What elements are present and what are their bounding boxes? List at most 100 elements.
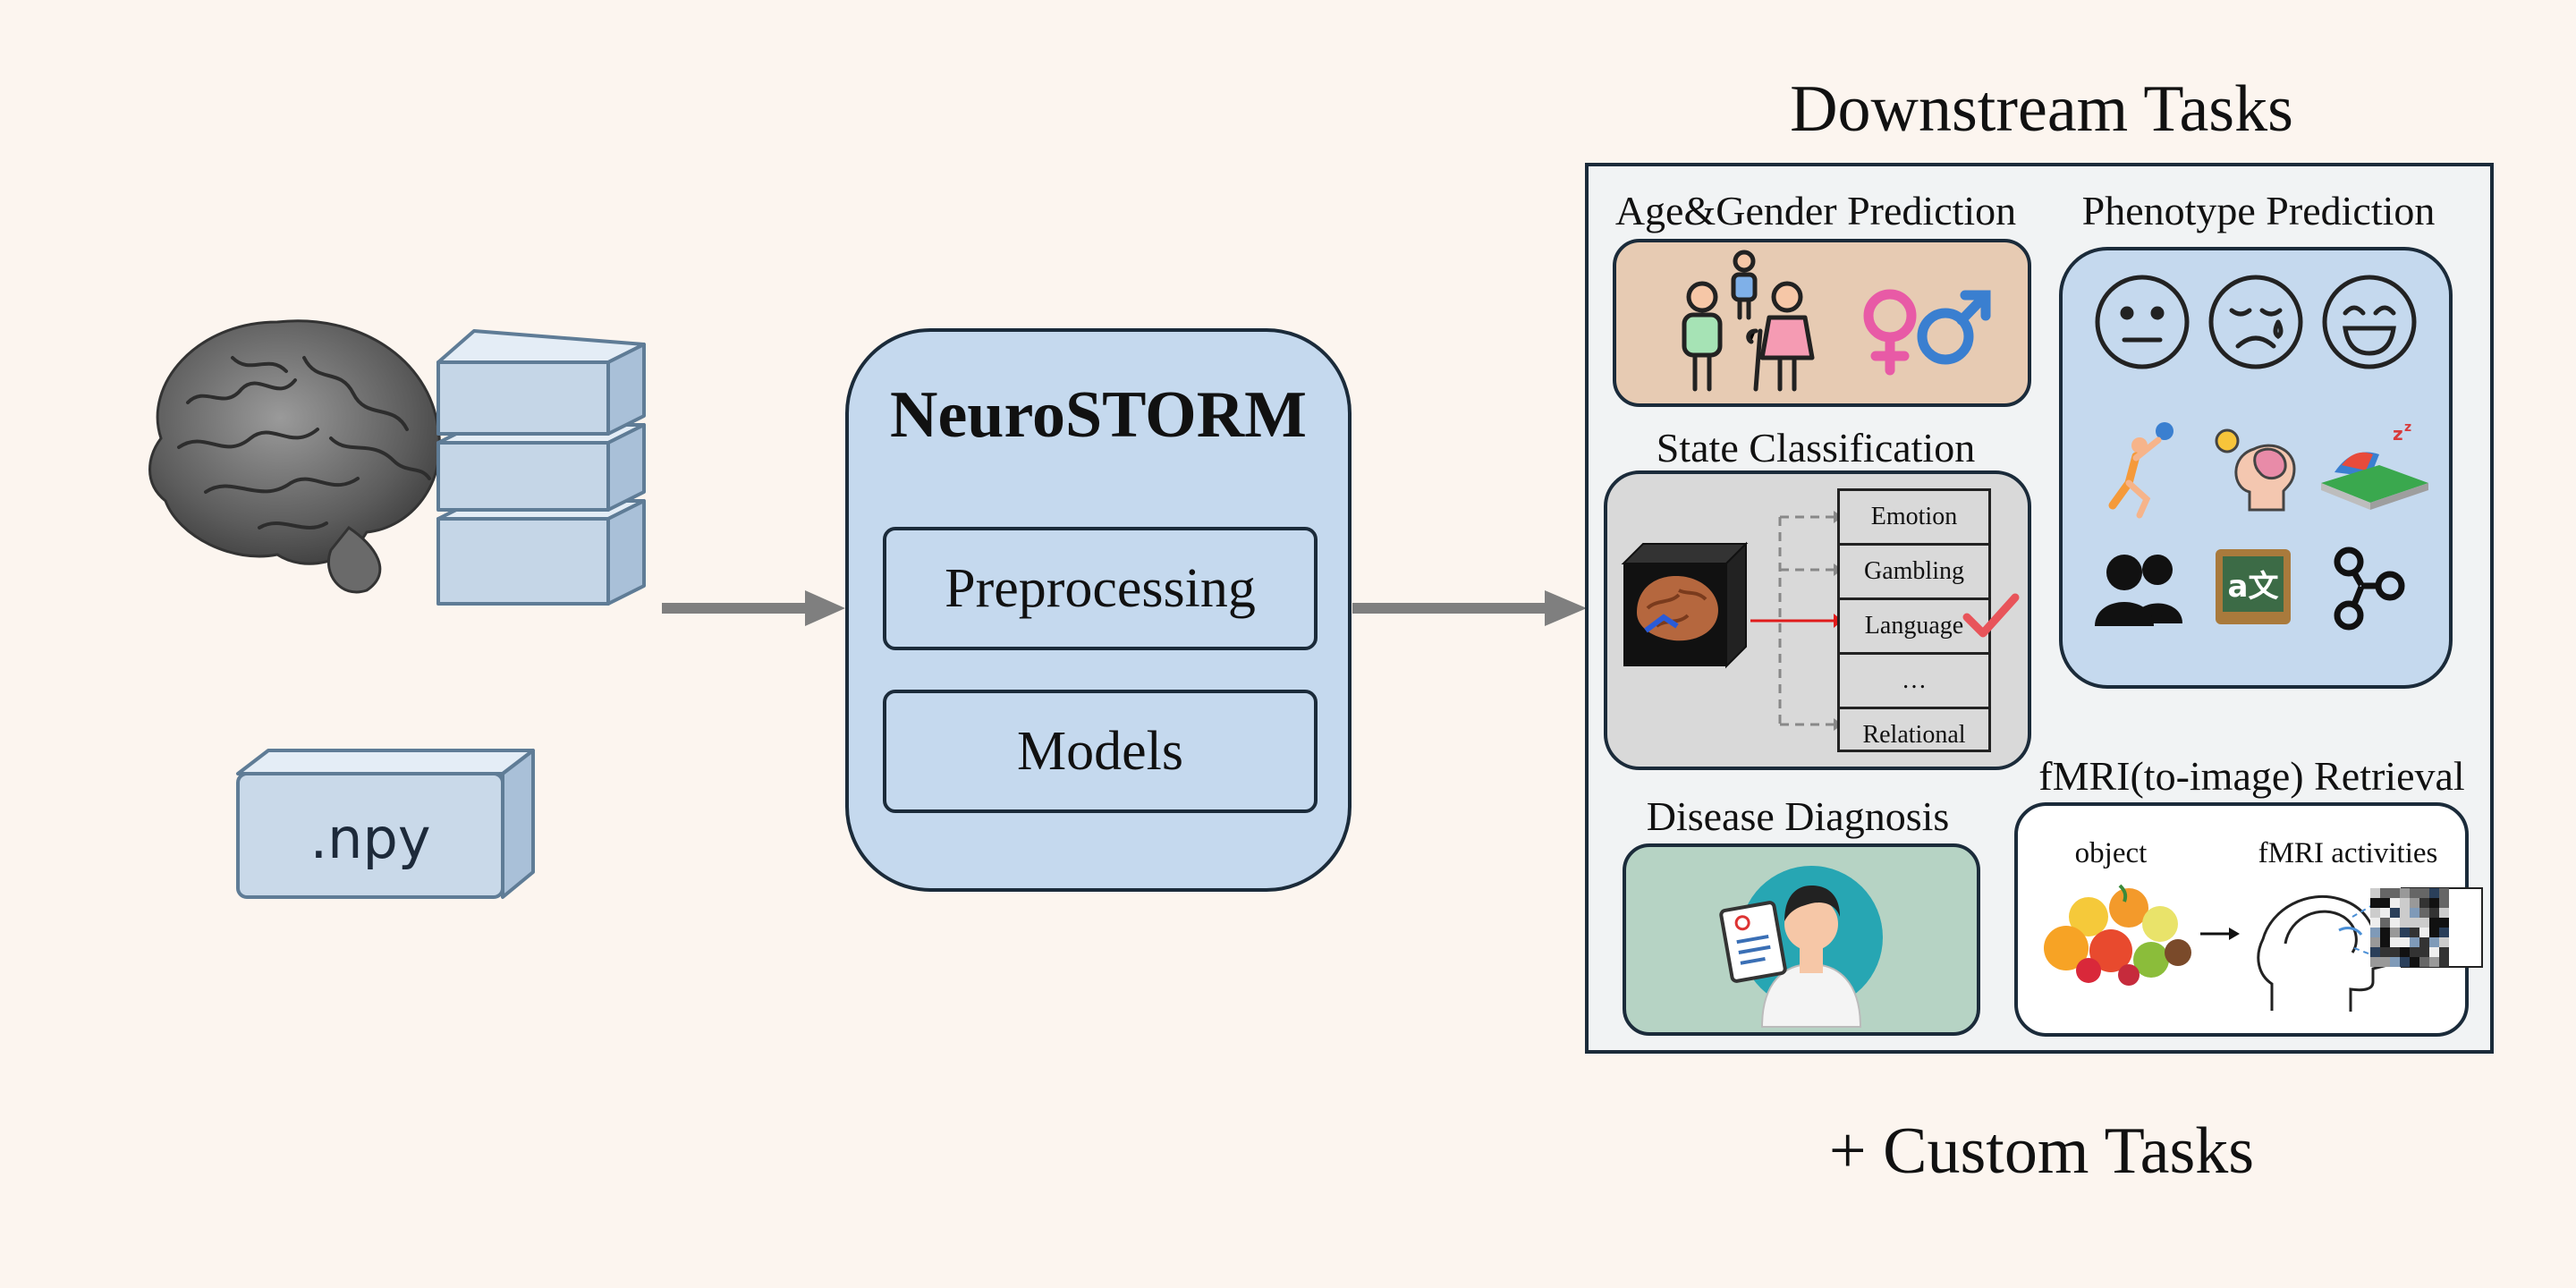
- fmri-grid-cell: [2390, 928, 2400, 937]
- brain-idea-icon: [2215, 428, 2296, 512]
- fmri-grid-cell: [2410, 928, 2419, 937]
- fmri-grid-cell: [2370, 898, 2380, 908]
- fmri-grid-cell: [2439, 928, 2449, 937]
- translate-board-icon: a文: [2216, 549, 2291, 624]
- state-class-list: Emotion Gambling Language … Relational: [1837, 488, 1991, 752]
- fmri-grid-cell: [2390, 888, 2400, 898]
- fmri-grid-cell: [2390, 957, 2400, 967]
- checkmark-icon: [1962, 593, 2020, 638]
- brain-illustration: [148, 319, 441, 594]
- disease-title: Disease Diagnosis: [1646, 793, 1950, 839]
- downstream-heading: Downstream Tasks: [1790, 72, 2293, 146]
- fmri-grid-cell: [2419, 898, 2429, 908]
- users-group-icon: [2095, 555, 2182, 626]
- state-title: State Classification: [1656, 425, 1976, 470]
- fmri-grid-cell: [2370, 908, 2380, 918]
- fmri-grid-cell: [2380, 947, 2390, 957]
- fmri-grid-cell: [2419, 937, 2429, 947]
- fmri-grid-cell: [2439, 947, 2449, 957]
- fmri-grid-cell: [2429, 947, 2439, 957]
- fmri-grid-cell: [2370, 937, 2380, 947]
- retrieval-object-label: object: [2074, 837, 2148, 869]
- state-class-item: Emotion: [1840, 491, 1988, 546]
- fmri-grid-cell: [2439, 937, 2449, 947]
- data-cube-stack: [436, 329, 646, 606]
- fmri-grid-cell: [2390, 898, 2400, 908]
- fmri-grid-cell: [2370, 918, 2380, 928]
- fmri-grid-cell: [2429, 937, 2439, 947]
- laughing-face-icon: [2322, 275, 2417, 369]
- fmri-grid-cell: [2390, 918, 2400, 928]
- state-class-item-selected: Language: [1840, 600, 1988, 655]
- doctor-icon: [1719, 866, 1883, 1028]
- fmri-grid-cell: [2380, 957, 2390, 967]
- fruits-image: [2044, 884, 2191, 986]
- fmri-volume-icon: [1621, 541, 1749, 669]
- fmri-grid-cell: [2400, 918, 2410, 928]
- fmri-grid-cell: [2429, 918, 2439, 928]
- fmri-grid-cell: [2410, 908, 2419, 918]
- neutral-face-icon: [2095, 275, 2190, 369]
- arrow-model-to-tasks: [1352, 590, 1587, 626]
- state-class-item: Relational: [1862, 720, 1966, 749]
- fmri-grid-cell: [2419, 947, 2429, 957]
- fmri-grid-cell: [2370, 888, 2380, 898]
- preprocessing-label: Preprocessing: [945, 557, 1256, 619]
- fmri-grid-cell: [2370, 957, 2380, 967]
- fmri-grid-cell: [2390, 908, 2400, 918]
- fmri-grid-cell: [2439, 957, 2449, 967]
- fmri-grid-cell: [2370, 928, 2380, 937]
- fmri-grid-cell: [2410, 888, 2419, 898]
- state-class-item: Gambling: [1840, 546, 1988, 600]
- fmri-grid-cell: [2429, 898, 2439, 908]
- fmri-grid-cell: [2390, 947, 2400, 957]
- fmri-grid-cell: [2429, 888, 2439, 898]
- retrieval-title: fMRI(to-image) Retrieval: [2038, 752, 2465, 799]
- fmri-grid-cell: [2419, 928, 2429, 937]
- model-title: NeuroSTORM: [890, 377, 1307, 452]
- sleeping-bed-icon: z z: [2321, 420, 2428, 510]
- fmri-grid-cell: [2439, 888, 2449, 898]
- arrow-input-to-model: [662, 590, 845, 626]
- fmri-grid-cell: [2410, 918, 2419, 928]
- fmri-grid-cell: [2429, 928, 2439, 937]
- fmri-grid-cell: [2380, 898, 2390, 908]
- fmri-grid-cell: [2400, 898, 2410, 908]
- svg-text:z: z: [2393, 423, 2403, 445]
- fmri-grid-cell: [2419, 908, 2429, 918]
- age-gender-title: Age&Gender Prediction: [1614, 187, 2017, 233]
- fmri-grid-cell: [2370, 947, 2380, 957]
- fmri-grid-cell: [2429, 908, 2439, 918]
- fmri-grid-cell: [2380, 928, 2390, 937]
- fmri-grid-cell: [2400, 947, 2410, 957]
- retrieval-fmri-label: fMRI activities: [2258, 837, 2438, 869]
- fmri-grid-cell: [2390, 937, 2400, 947]
- models-module: Models: [883, 690, 1318, 813]
- fmri-grid-cell: [2439, 918, 2449, 928]
- fmri-grid-cell: [2380, 908, 2390, 918]
- custom-tasks-label: + Custom Tasks: [1828, 1114, 2255, 1188]
- fmri-grid-cell: [2400, 928, 2410, 937]
- family-icon: [1682, 250, 1815, 392]
- svg-text:a文: a文: [2228, 569, 2279, 605]
- svg-text:z: z: [2404, 420, 2411, 435]
- state-class-item: …: [1840, 655, 1988, 709]
- fmri-grid-cell: [2400, 908, 2410, 918]
- fmri-grid-cell: [2439, 908, 2449, 918]
- fmri-grid-cell: [2380, 918, 2390, 928]
- preprocessing-module: Preprocessing: [883, 527, 1318, 650]
- fmri-grid-cell: [2419, 918, 2429, 928]
- npy-file-cube: [236, 749, 535, 899]
- fmri-grid-cell: [2429, 957, 2439, 967]
- fmri-grid-cell: [2439, 898, 2449, 908]
- state-connectors: [1750, 511, 1843, 731]
- phenotype-title: Phenotype Prediction: [2081, 187, 2436, 233]
- fmri-grid-cell: [2400, 957, 2410, 967]
- fmri-grid-cell: [2400, 888, 2410, 898]
- npy-file-label: .npy: [309, 805, 431, 871]
- network-nodes-icon: [2334, 547, 2405, 631]
- fmri-grid-cell: [2410, 957, 2419, 967]
- models-label: Models: [1017, 720, 1183, 782]
- fmri-grid-cell: [2400, 937, 2410, 947]
- fmri-grid-cell: [2410, 947, 2419, 957]
